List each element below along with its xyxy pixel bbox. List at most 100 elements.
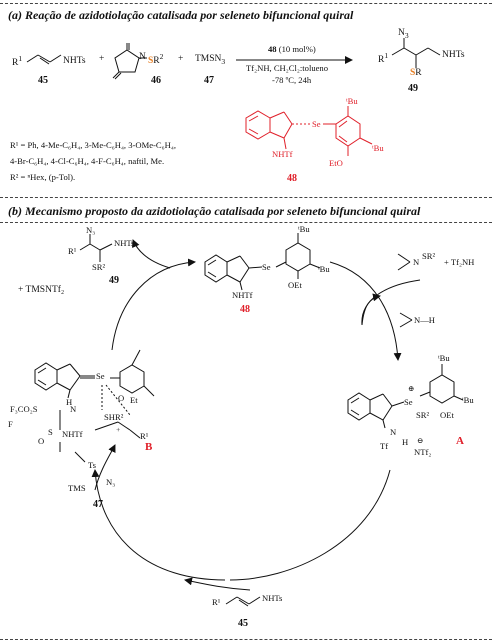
int-a-h: H: [402, 437, 409, 447]
intermediate-B-structure: [34, 349, 155, 463]
int-b-plus: +: [116, 425, 121, 434]
conditions-line2: Tf₂NH, CH₂Cl₂:tolueno: [246, 63, 329, 73]
cycle-product-n3: N₃: [86, 225, 96, 235]
top-divider: [0, 3, 492, 4]
compound-49-label: 49: [408, 83, 418, 94]
catalyst-tbu-top: ᵗBu: [346, 96, 358, 106]
substituent-note-1: R¹ = Ph, 4-Me-C₆H₄, 3-Me-C₆H₄, 3-OMe-C₆H…: [10, 140, 176, 150]
int-a-n: N: [390, 427, 397, 437]
catalyst-nhtf-label: NHTf: [272, 149, 293, 159]
int-b-f: F: [8, 419, 13, 429]
intermediate-A-structure: [347, 364, 464, 429]
tmsn3-label: TMSN3: [195, 54, 226, 66]
int-a-ntf2: NTf₂: [414, 447, 432, 457]
int-b-n: N: [70, 404, 77, 414]
int-b-h: H: [66, 397, 73, 407]
compound-46-label: 46: [151, 75, 161, 86]
int-b-se: Se: [96, 371, 105, 381]
plus-sign-1: +: [99, 54, 105, 64]
product-sr-label: SR: [410, 68, 422, 78]
catalyst-48-label: 48: [287, 173, 297, 184]
catalyst-se-label: Se: [312, 119, 321, 129]
catalyst-48-red-structure: [245, 106, 373, 156]
cycle-product-sr2: SR²: [92, 262, 106, 272]
succinimide-46-structure: [112, 43, 147, 80]
substituent-note-2: 4-Br-C₆H₄, 4-Cl-C₆H₄, 4-F-C₆H₄, naftil, …: [10, 156, 165, 166]
cycle-compound-45: 45: [238, 618, 248, 629]
substituent-note-3: R² = ⁿHex, (p-Tol).: [10, 172, 76, 182]
cycle-catalyst-48-structure: [204, 233, 321, 291]
int-b-r1: R¹: [140, 431, 149, 441]
reagent-tf2nh-label: + Tf₂NH: [444, 257, 475, 267]
int-a-label: A: [456, 435, 464, 447]
cycle-catalyst-tbu-top: ᵗBu: [298, 224, 310, 234]
alkene-in-arrow: [184, 577, 251, 591]
cycle-catalyst-nhtf: NHTf: [232, 290, 253, 300]
int-a-tf: Tf: [380, 441, 389, 451]
amine-out-arrow: [361, 293, 381, 326]
mid-divider-2: [0, 222, 492, 223]
conditions-line3: -78 ºC, 24h: [272, 75, 312, 85]
product-n3-label: N3: [398, 28, 409, 40]
cycle-compound-47: 47: [93, 499, 103, 510]
catalyst-eto-label: EtO: [329, 158, 343, 168]
section-a-title: (a) Reação de azidotiolação catalisada p…: [8, 8, 354, 22]
product-r1-label: R1: [378, 51, 389, 66]
cycle-arrow-bottom-left: [91, 469, 226, 581]
cycle-arrow-top-left: [111, 258, 196, 351]
int-a-oet: OEt: [440, 410, 454, 420]
conditions-line1: 48 (10 mol%): [268, 44, 316, 54]
product-release-arrow: [132, 239, 171, 269]
cycle-catalyst-oet: OEt: [288, 280, 302, 290]
int-b-nhtf: NHTf: [62, 429, 83, 439]
cycle-reagent-structure: [397, 253, 413, 328]
cycle-product-nhts: NHTs: [114, 238, 135, 248]
plus-sign-2: +: [178, 54, 184, 64]
mid-divider: [0, 197, 492, 198]
cycle-tmsn3-n3: N₃: [106, 477, 116, 487]
catalyst-tbu-bottom: ᵗBu: [372, 143, 384, 153]
int-b-et: Et: [130, 395, 138, 405]
int-b-label: B: [145, 441, 153, 453]
cycle-arrow-bottom-right: [229, 469, 391, 581]
section-b-title: (b) Mecanismo proposto da azidotiolação …: [8, 204, 421, 218]
int-a-plus: ⊕: [408, 384, 415, 393]
compound-47-label: 47: [204, 75, 214, 86]
tmsn3-in-arrow: [94, 444, 116, 491]
compound-45-label: 45: [38, 75, 48, 86]
cycle-product-r1: R¹: [68, 246, 77, 256]
int-b-o2: O: [38, 436, 45, 446]
product-nhts-label: NHTs: [442, 50, 465, 60]
int-a-tbu-right: ᵗBu: [462, 395, 474, 405]
alkene-nhts-label: NHTs: [63, 56, 86, 66]
reagent-n-label: N: [413, 257, 420, 267]
int-b-o: O: [118, 393, 125, 403]
alkene-r1-label: R1: [12, 54, 23, 69]
cycle-compound-49: 49: [109, 275, 119, 286]
bottom-divider: [0, 639, 492, 640]
cycle-tmsn3-tms: TMS: [68, 483, 86, 493]
int-a-minus: ⊖: [417, 436, 424, 445]
cycle-alkene-nhts: NHTs: [262, 593, 283, 603]
int-b-shr2: SHR²: [104, 412, 124, 422]
product-49-structure: [391, 38, 441, 68]
amine-byproduct-label: N—H: [414, 315, 436, 325]
int-a-sr2: SR²: [416, 410, 430, 420]
int-a-tbu-top: ᵗBu: [438, 353, 450, 363]
cycle-alkene-r1: R¹: [212, 597, 221, 607]
int-b-ts: Ts: [88, 460, 96, 470]
alkene-45-structure: [26, 54, 62, 65]
int-b-s: S: [48, 427, 53, 437]
cycle-catalyst-48-label: 48: [240, 304, 250, 315]
cycle-catalyst-tbu-right: ᵗBu: [318, 264, 330, 274]
cycle-alkene-45-structure: [225, 596, 261, 607]
byproduct-tmsntf2: + TMSNTf₂: [18, 285, 65, 295]
succinimide-n-label: N: [139, 52, 146, 62]
int-b-f3cso3: F₃CO₂S: [10, 404, 38, 414]
cycle-product-49-structure: [79, 234, 113, 262]
reagent-sr2-label: SR²: [422, 251, 436, 261]
succinimide-sr2-label: SR2: [148, 52, 164, 67]
cycle-catalyst-se: Se: [262, 262, 271, 272]
int-a-se: Se: [404, 397, 413, 407]
